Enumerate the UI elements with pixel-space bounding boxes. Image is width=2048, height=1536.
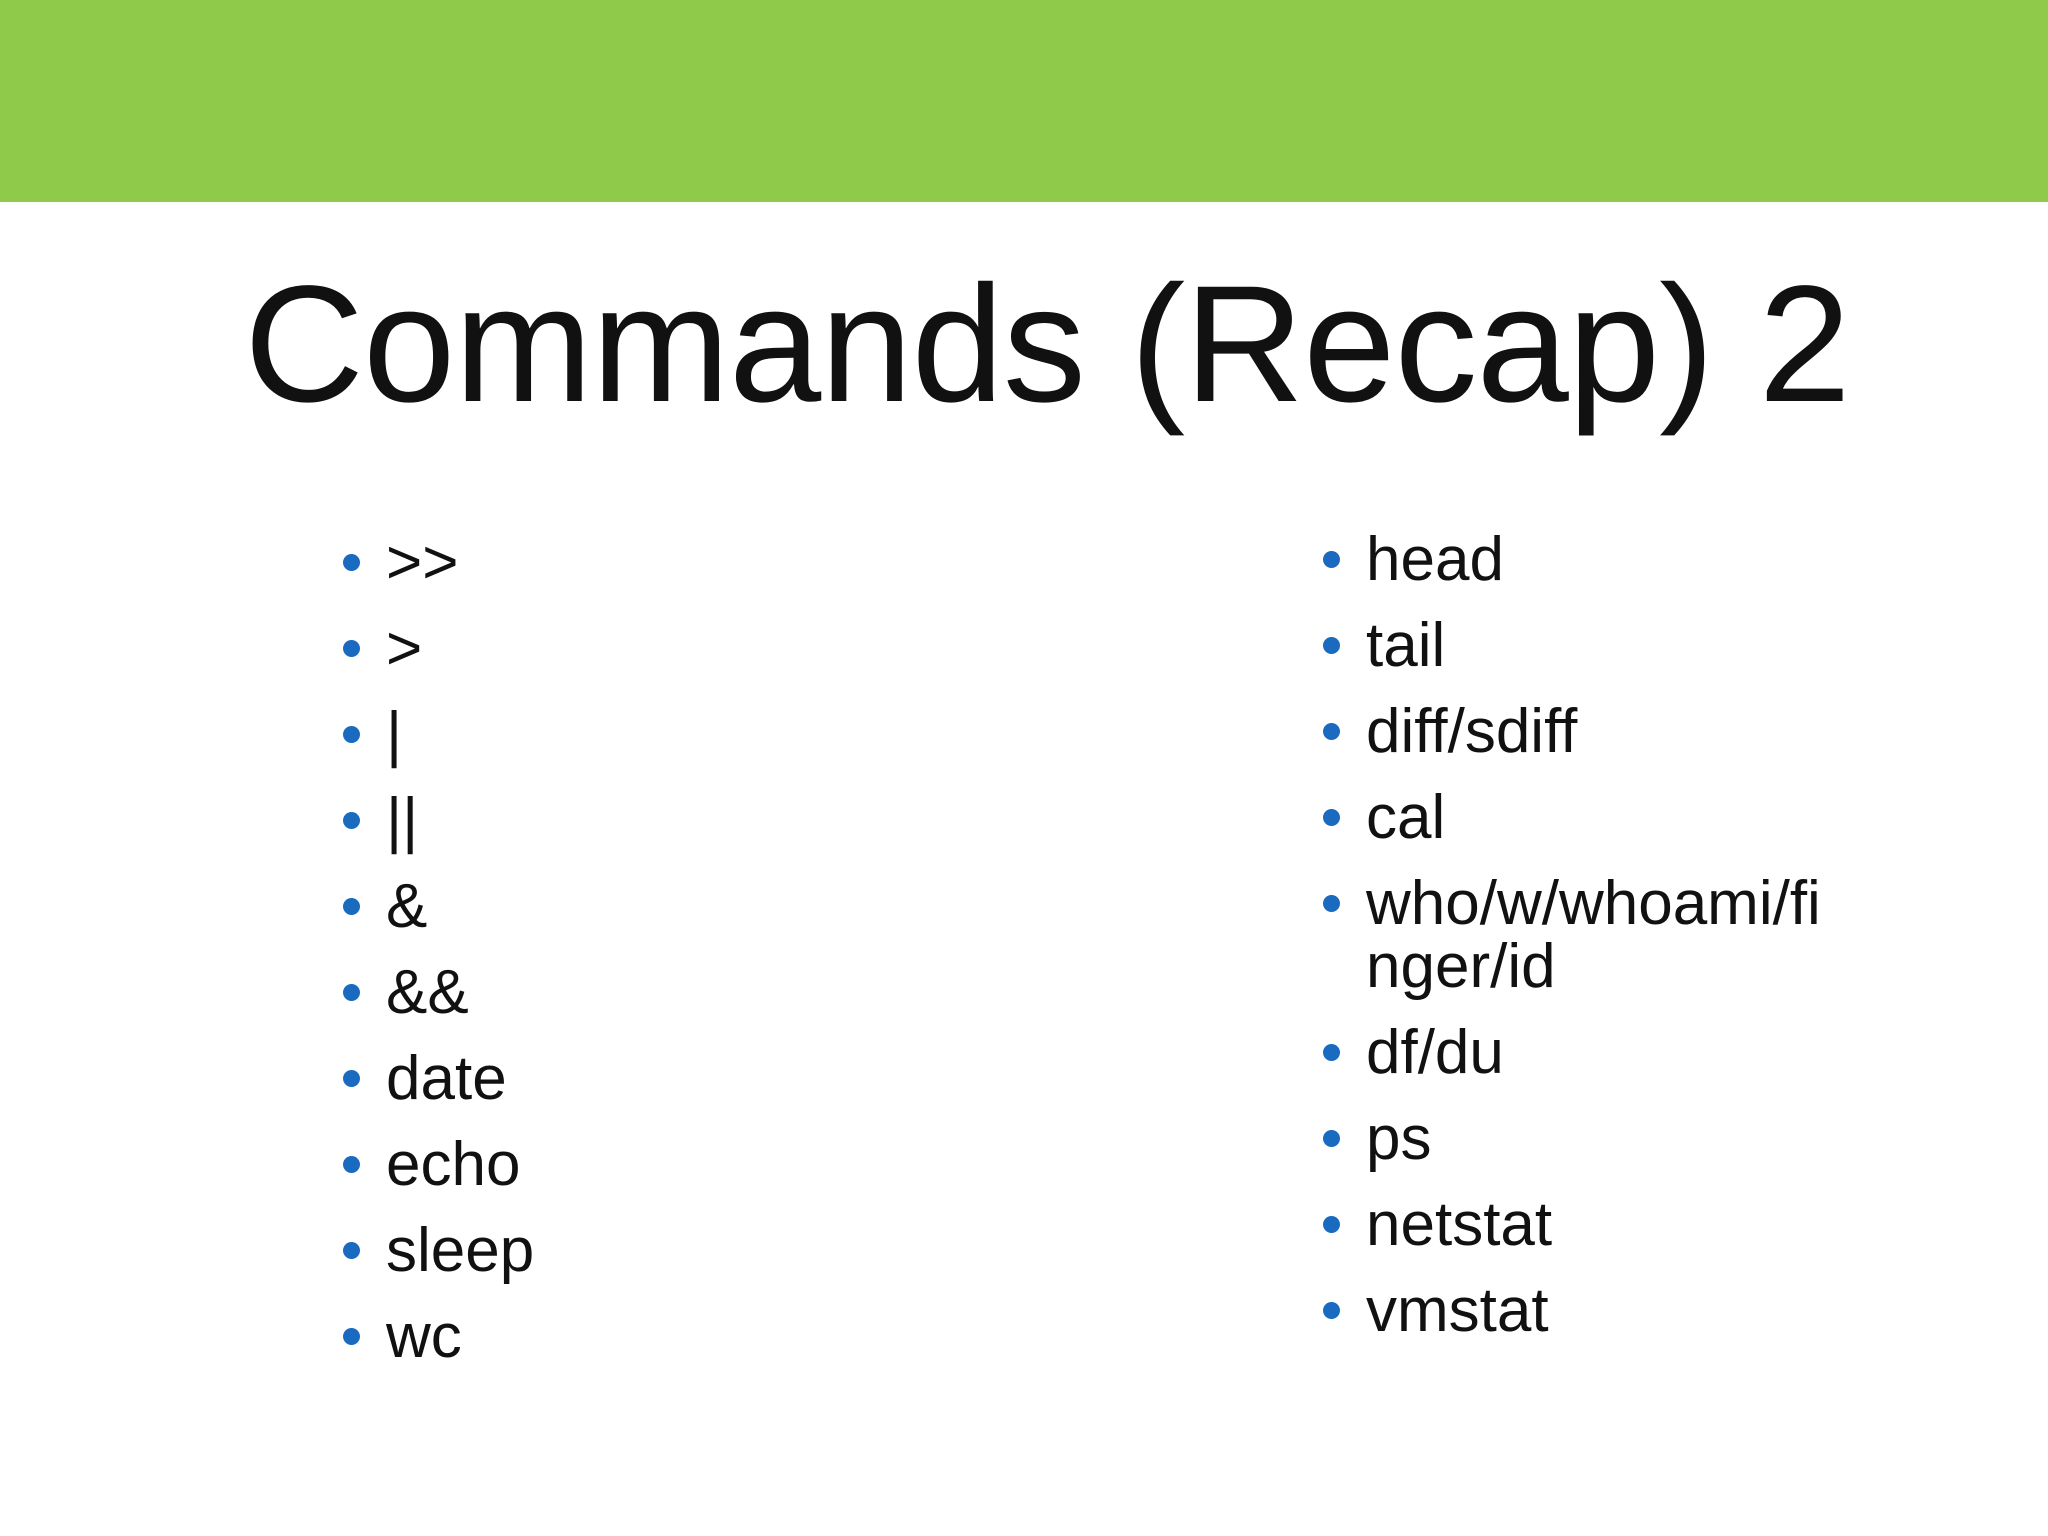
list-item-label: & xyxy=(386,872,428,941)
list-item: sleep xyxy=(343,1219,1143,1282)
list-item: cal xyxy=(1323,786,1843,849)
bullet-icon xyxy=(343,898,360,915)
bullet-icon xyxy=(1323,1302,1340,1319)
list-item: df/du xyxy=(1323,1021,1843,1084)
list-item-label: wc xyxy=(386,1302,462,1371)
list-item: > xyxy=(343,617,1143,680)
command-list-left: >> > | || & && xyxy=(343,531,1143,1391)
list-item: vmstat xyxy=(1323,1279,1843,1342)
list-item-label: >> xyxy=(386,528,459,597)
list-item-label: tail xyxy=(1366,611,1446,680)
bullet-icon xyxy=(1323,895,1340,912)
list-item: & xyxy=(343,875,1143,938)
list-item-label: who/w/whoami/finger/id xyxy=(1366,869,1821,1001)
list-item: diff/sdiff xyxy=(1323,700,1843,763)
header-bar xyxy=(0,0,2048,202)
bullet-icon xyxy=(343,984,360,1001)
list-item: echo xyxy=(343,1133,1143,1196)
list-item: netstat xyxy=(1323,1193,1843,1256)
list-item: || xyxy=(343,789,1143,852)
bullet-icon xyxy=(1323,1130,1340,1147)
list-item: date xyxy=(343,1047,1143,1110)
list-item: tail xyxy=(1323,614,1843,677)
bullet-icon xyxy=(343,1156,360,1173)
list-item-label: head xyxy=(1366,525,1504,594)
list-item-label: && xyxy=(386,958,469,1027)
list-item-label: diff/sdiff xyxy=(1366,697,1578,766)
list-item: && xyxy=(343,961,1143,1024)
list-item: head xyxy=(1323,528,1843,591)
list-item-label: date xyxy=(386,1044,507,1113)
list-item-label: | xyxy=(386,700,403,769)
list-item: wc xyxy=(343,1305,1143,1368)
bullet-icon xyxy=(343,640,360,657)
list-item-label: ps xyxy=(1366,1104,1432,1173)
list-item-label: cal xyxy=(1366,783,1446,852)
bullet-icon xyxy=(343,1070,360,1087)
bullet-icon xyxy=(1323,637,1340,654)
list-item-label: df/du xyxy=(1366,1018,1504,1087)
list-item: ps xyxy=(1323,1107,1843,1170)
bullet-icon xyxy=(1323,1216,1340,1233)
list-item-label: || xyxy=(386,786,419,855)
bullet-icon xyxy=(1323,1044,1340,1061)
bullet-icon xyxy=(1323,551,1340,568)
bullet-icon xyxy=(343,1328,360,1345)
bullet-icon xyxy=(343,1242,360,1259)
list-item-label: echo xyxy=(386,1130,521,1199)
list-item-label: netstat xyxy=(1366,1190,1553,1259)
list-item-label: sleep xyxy=(386,1216,535,1285)
bullet-icon xyxy=(343,554,360,571)
list-item-label: vmstat xyxy=(1366,1276,1549,1345)
list-item: | xyxy=(343,703,1143,766)
list-item: who/w/whoami/finger/id xyxy=(1323,872,1843,998)
command-list-right: head tail diff/sdiff cal who/w/whoami/fi… xyxy=(1323,528,1843,1365)
bullet-icon xyxy=(1323,723,1340,740)
list-item-label: > xyxy=(386,614,423,683)
list-item: >> xyxy=(343,531,1143,594)
slide-title: Commands (Recap) 2 xyxy=(244,252,1851,437)
bullet-icon xyxy=(343,726,360,743)
bullet-icon xyxy=(1323,809,1340,826)
bullet-icon xyxy=(343,812,360,829)
